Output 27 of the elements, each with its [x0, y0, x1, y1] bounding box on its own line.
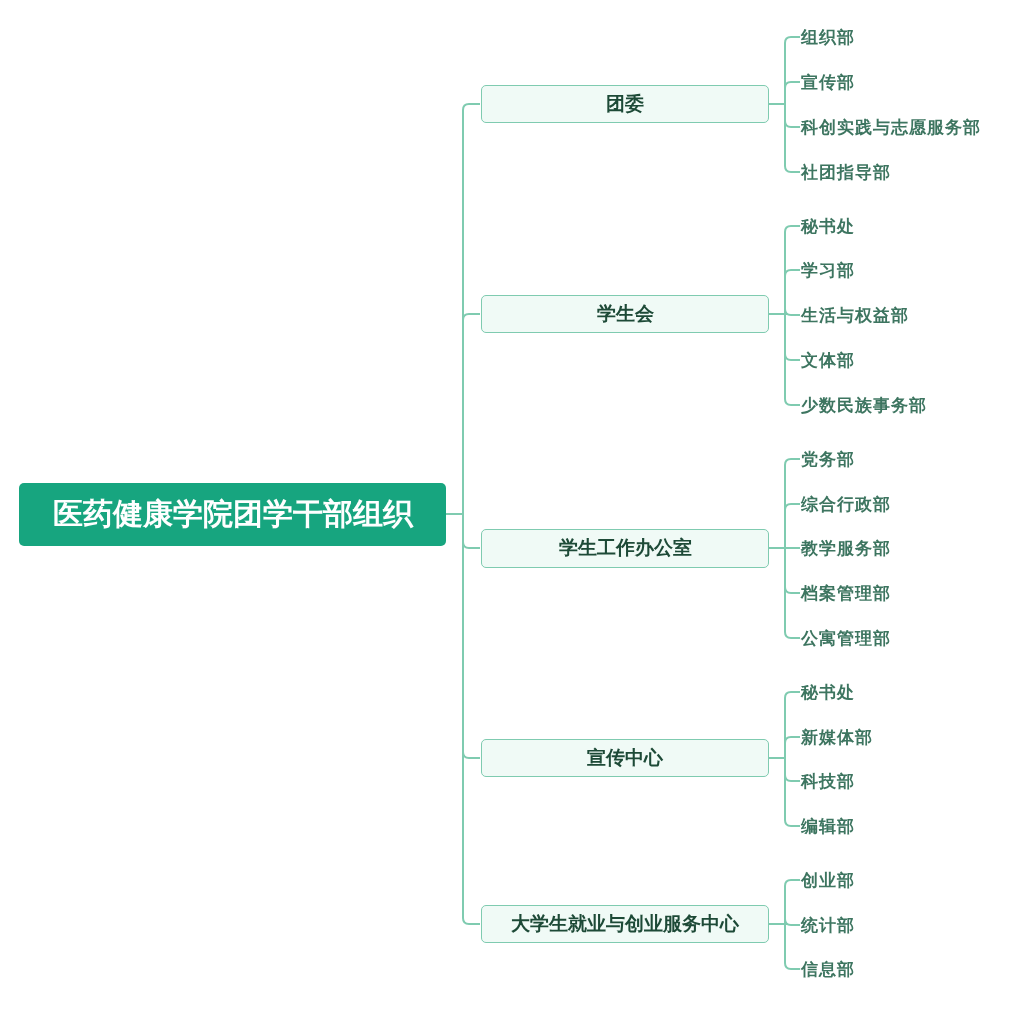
department-label: 社团指导部	[801, 160, 891, 184]
department-label: 综合行政部	[801, 492, 891, 516]
branch-box: 大学生就业与创业服务中心	[481, 905, 769, 943]
branch-box: 团委	[481, 85, 769, 123]
branch-box: 宣传中心	[481, 739, 769, 777]
department-label: 秘书处	[801, 680, 855, 704]
department-label: 学习部	[801, 258, 855, 282]
department-label: 少数民族事务部	[801, 393, 927, 417]
department-label: 文体部	[801, 348, 855, 372]
department-label: 党务部	[801, 447, 855, 471]
root-box: 医药健康学院团学干部组织	[19, 482, 446, 546]
department-label: 编辑部	[801, 814, 855, 838]
department-label: 统计部	[801, 913, 855, 937]
department-label: 宣传部	[801, 70, 855, 94]
department-label: 科创实践与志愿服务部	[801, 115, 981, 139]
department-label: 档案管理部	[801, 581, 891, 605]
department-label: 科技部	[801, 769, 855, 793]
department-label: 信息部	[801, 957, 855, 981]
branch-box: 学生工作办公室	[481, 528, 769, 568]
department-label: 组织部	[801, 25, 855, 49]
department-label: 生活与权益部	[801, 303, 909, 327]
department-label: 新媒体部	[801, 725, 873, 749]
department-label: 教学服务部	[801, 536, 891, 560]
department-label: 秘书处	[801, 214, 855, 238]
department-label: 创业部	[801, 868, 855, 892]
branch-box: 学生会	[481, 295, 769, 333]
department-label: 公寓管理部	[801, 626, 891, 650]
